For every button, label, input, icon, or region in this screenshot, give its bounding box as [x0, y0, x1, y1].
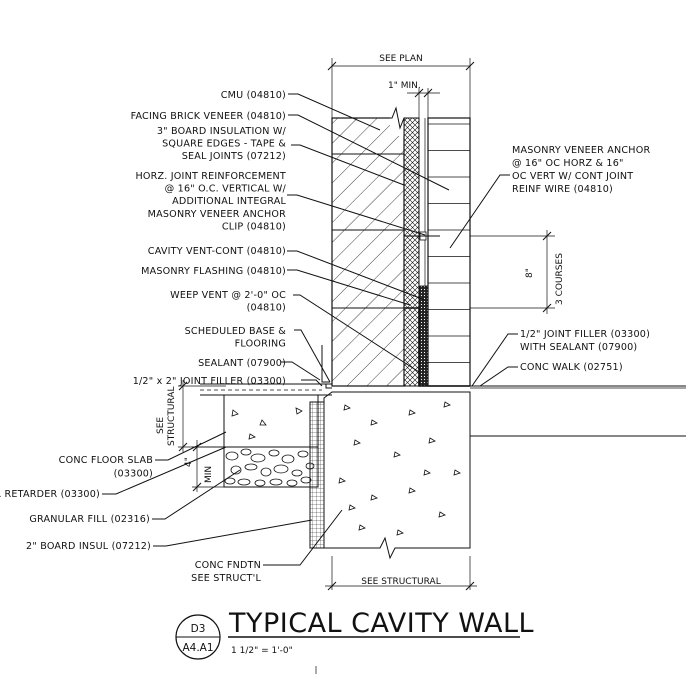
brick-veneer: [427, 117, 471, 387]
lower-left-callouts: CONC FLOOR SLAB (03300) VAPOR RETARDER (03…: [0, 455, 153, 552]
left-label-7-line-1: FLOORING: [235, 339, 286, 350]
left-label-9: 1/2" x 2" JOINT FILLER (03300): [133, 376, 286, 387]
right-label-1-line-0: 1/2" JOINT FILLER (03300): [520, 329, 650, 340]
see-structural-left-line2: STRUCTURAL: [167, 387, 177, 446]
left-label-7-line-0: SCHEDULED BASE &: [185, 326, 287, 337]
slab-thickness-dimension: 4" MIN: [184, 440, 226, 492]
left-label-0-line-0: CMU (04810): [221, 90, 286, 101]
conc-walk: [469, 385, 686, 437]
left-label-2-line-1: SQUARE EDGES - TAPE &: [162, 139, 286, 150]
left-label-2: 3" BOARD INSULATION W/SQUARE EDGES - TAP…: [157, 126, 287, 162]
board-insulation: [403, 117, 420, 387]
right-label-0-line-2: OC VERT W/ CONT JOINT: [512, 171, 633, 182]
lower-left-label-0: CONC FLOOR SLAB (03300): [59, 455, 153, 480]
left-label-4-line-0: CAVITY VENT-CONT (04810): [148, 246, 286, 257]
granular-fill: [223, 446, 319, 488]
left-label-2-line-0: 3" BOARD INSULATION W/: [157, 126, 287, 137]
lower-left-label-1-line-0: VAPOR RETARDER (03300): [0, 489, 100, 500]
lower-left-label-0-line-1: (03300): [114, 469, 153, 480]
bottom-label-0: CONC FNDTN SEE STRUCT'L: [191, 560, 261, 584]
left-label-3-line-2: ADDITIONAL INTEGRAL: [172, 196, 286, 207]
right-label-0: MASONRY VENEER ANCHOR @ 16" OC HORZ & 16"…: [512, 145, 650, 195]
right-label-0-line-3: REINF WIRE (04810): [512, 184, 613, 195]
left-label-3-line-0: HORZ. JOINT REINFORCEMENT: [135, 171, 286, 182]
lower-left-label-2: GRANULAR FILL (02316): [29, 514, 150, 525]
flashing-line: [404, 307, 470, 387]
slab-min-label: MIN: [204, 466, 214, 483]
left-label-6-line-1: (04810): [247, 303, 286, 314]
left-label-8-line-0: SEALANT (07900): [198, 358, 286, 369]
left-label-6-line-0: WEEP VENT @ 2'-0" OC: [170, 290, 286, 301]
left-label-5-line-0: MASONRY FLASHING (04810): [141, 266, 286, 277]
bottom-label-0-line-1: SEE STRUCT'L: [191, 573, 261, 584]
detail-number: D3: [191, 623, 206, 635]
veneer-anchor: [404, 231, 440, 241]
concrete-floor-slab: [223, 394, 319, 448]
sheet-number: A4.A1: [182, 642, 213, 654]
min-cavity-dimension: 1" MIN.: [388, 81, 440, 118]
left-label-1: FACING BRICK VENEER (04810): [131, 111, 286, 122]
left-label-8: SEALANT (07900): [198, 358, 286, 369]
title-block: D3 A4.A1 TYPICAL CAVITY WALL 1 1/2" = 1'…: [175, 608, 534, 674]
courses-dimension: 8" 3 COURSES: [470, 230, 565, 314]
bottom-callouts: CONC FNDTN SEE STRUCT'L: [191, 560, 261, 584]
left-label-2-line-2: SEAL JOINTS (07212): [182, 151, 286, 162]
see-structural-left-line1: SEE: [156, 417, 166, 434]
left-label-6: WEEP VENT @ 2'-0" OC (04810): [170, 290, 286, 314]
right-label-1: 1/2" JOINT FILLER (03300) WITH SEALANT (0…: [520, 329, 650, 353]
right-callouts: MASONRY VENEER ANCHOR @ 16" OC HORZ & 16"…: [512, 145, 650, 373]
cmu-backup-wall: [331, 106, 405, 387]
slab-thickness-label: 4": [184, 457, 194, 467]
right-label-2-line-0: CONC WALK (02751): [520, 362, 623, 373]
see-plan-label: SEE PLAN: [379, 54, 422, 64]
right-label-1-line-1: WITH SEALANT (07900): [520, 342, 637, 353]
edge-insulation: [309, 401, 325, 549]
left-label-1-line-0: FACING BRICK VENEER (04810): [131, 111, 286, 122]
course-height-label: 8": [525, 268, 535, 278]
lower-left-label-2-line-0: GRANULAR FILL (02316): [29, 514, 150, 525]
min-cavity-label: 1" MIN.: [388, 81, 421, 91]
concrete-foundation: [323, 391, 471, 560]
left-label-9-line-0: 1/2" x 2" JOINT FILLER (03300): [133, 376, 286, 387]
cavity-vent-fill: [418, 285, 429, 387]
lower-left-label-0-line-0: CONC FLOOR SLAB: [59, 455, 153, 466]
lower-left-label-3: 2" BOARD INSUL (07212): [26, 541, 151, 552]
bottom-label-0-line-0: CONC FNDTN: [195, 560, 261, 571]
left-label-3-line-3: MASONRY VENEER ANCHOR: [148, 209, 286, 220]
lower-left-label-1: VAPOR RETARDER (03300): [0, 489, 100, 500]
courses-label: 3 COURSES: [555, 253, 565, 305]
left-label-3-line-1: @ 16" O.C. VERTICAL W/: [165, 184, 287, 195]
left-label-3-line-4: CLIP (04810): [222, 221, 286, 232]
right-label-2: CONC WALK (02751): [520, 362, 623, 373]
left-label-4: CAVITY VENT-CONT (04810): [148, 246, 286, 257]
see-structural-bottom-label: SEE STRUCTURAL: [361, 577, 440, 587]
see-structural-bottom-dimension: SEE STRUCTURAL: [325, 556, 477, 591]
left-label-5: MASONRY FLASHING (04810): [141, 266, 286, 277]
right-label-0-line-1: @ 16" OC HORZ & 16": [512, 158, 624, 169]
left-label-3: HORZ. JOINT REINFORCEMENT @ 16" O.C. VERT…: [135, 171, 286, 232]
right-label-0-line-0: MASONRY VENEER ANCHOR: [512, 145, 650, 156]
left-label-7: SCHEDULED BASE & FLOORING: [185, 326, 287, 350]
base-trim: [321, 345, 332, 389]
detail-scale: 1 1/2" = 1'-0": [231, 646, 293, 656]
lower-left-label-3-line-0: 2" BOARD INSUL (07212): [26, 541, 151, 552]
leader-lines: [102, 93, 518, 566]
left-label-0: CMU (04810): [221, 90, 286, 101]
detail-title: TYPICAL CAVITY WALL: [228, 608, 534, 639]
see-plan-dimension: SEE PLAN: [327, 54, 475, 118]
left-callouts: CMU (04810) FACING BRICK VENEER (04810) 3"…: [131, 90, 287, 387]
see-structural-left-dimension: SEE STRUCTURAL: [156, 380, 226, 452]
